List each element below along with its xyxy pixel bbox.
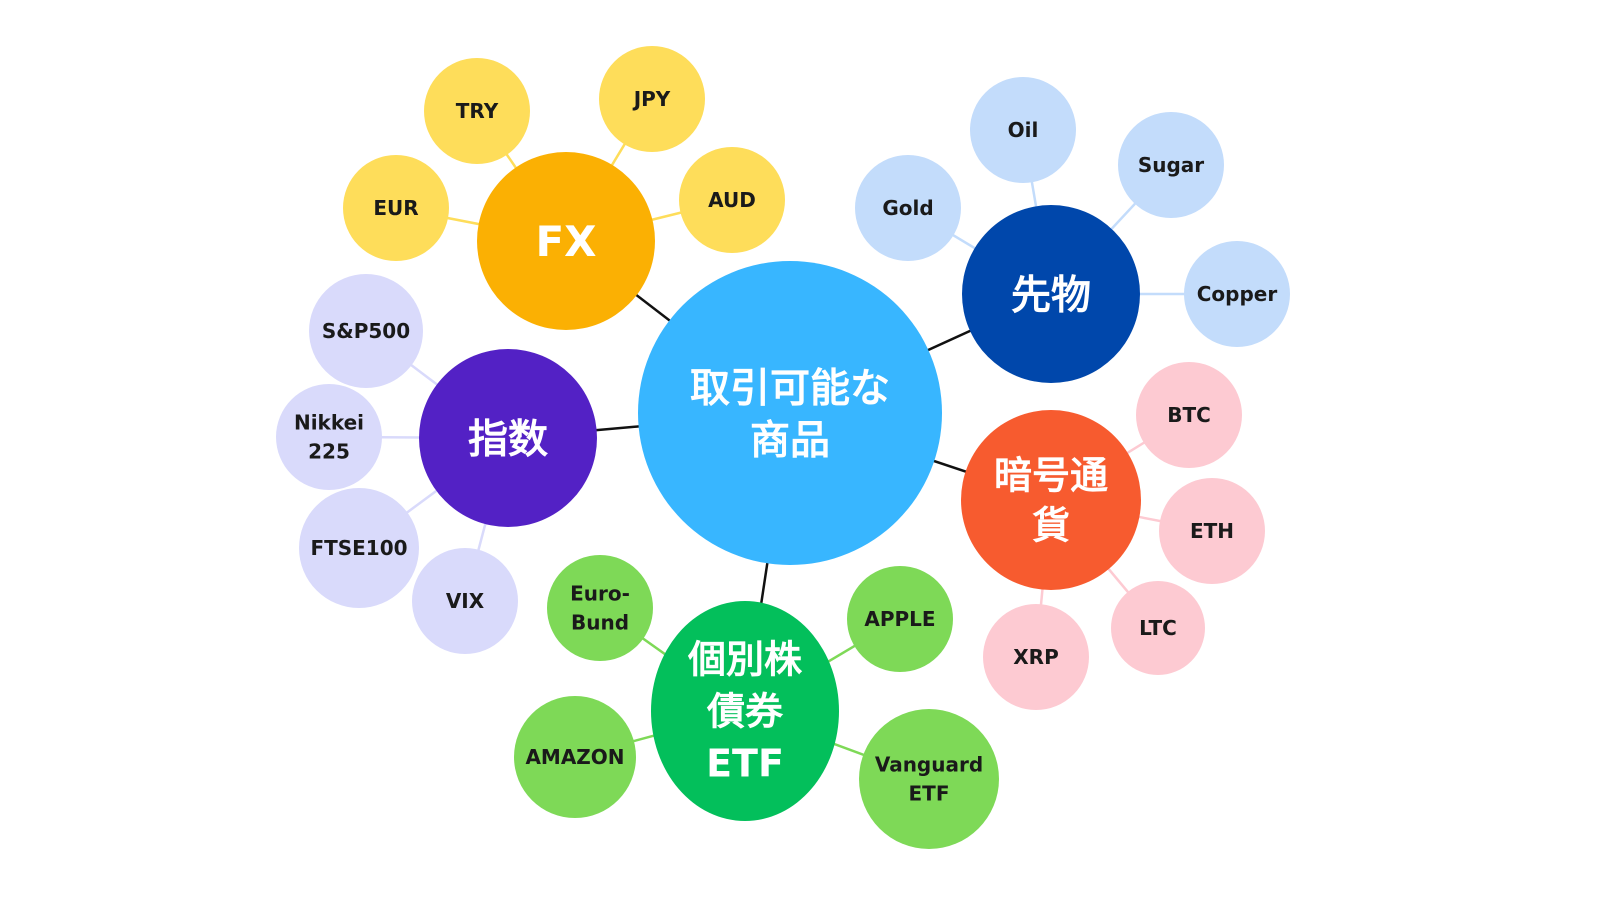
leaf-label-ltc: LTC [1139,616,1177,640]
leaf-label-eur: EUR [373,196,418,220]
leaf-label-btc: BTC [1167,403,1211,427]
leaf-node-eth: ETH [1159,478,1265,584]
leaf-node-ftse100: FTSE100 [299,488,419,608]
leaf-circle-aud [679,147,785,253]
leaf-label-oil: Oil [1008,118,1039,142]
leaf-node-aud: AUD [679,147,785,253]
leaf-circle-vix [412,548,518,654]
hub-label-futures: 先物 [1011,272,1091,318]
leaf-circle-try [424,58,530,164]
leaf-label-gold: Gold [882,196,933,220]
leaf-node-vix: VIX [412,548,518,654]
hub-circle-crypto [961,410,1141,590]
leaf-node-oil: Oil [970,77,1076,183]
leaf-label-apple: APPLE [864,607,935,631]
leaf-label-sp500: S&P500 [322,319,410,343]
leaf-node-eurobund: Euro-Bund [547,555,653,661]
leaf-label-xrp: XRP [1013,645,1058,669]
hub-circle-stocks [651,601,839,821]
leaf-label-jpy: JPY [632,87,671,111]
leaf-node-jpy: JPY [599,46,705,152]
leaf-label-sugar: Sugar [1138,153,1204,177]
leaf-node-gold: Gold [855,155,961,261]
leaf-node-sp500: S&P500 [309,274,423,388]
leaf-circle-sp500 [309,274,423,388]
hub-circle-fx [477,152,655,330]
leaf-label-amazon: AMAZON [525,745,624,769]
leaf-circle-amazon [514,696,636,818]
leaf-node-eur: EUR [343,155,449,261]
hub-label-crypto: 暗号通貨 [994,454,1108,548]
leaf-node-sugar: Sugar [1118,112,1224,218]
nodes: TRY JPY EUR AUD OilSugarGoldCopperS&P500Nikk… [276,46,1290,849]
leaf-label-copper: Copper [1197,282,1278,306]
hub-label-fx: FX [535,217,596,266]
center-node: 取引可能な商品 [638,261,942,565]
leaf-circle-ltc [1111,581,1205,675]
leaf-label-eth: ETH [1190,519,1234,543]
leaf-circle-eth [1159,478,1265,584]
leaf-node-try: TRY [424,58,530,164]
leaf-circle-eur [343,155,449,261]
hub-circle-indices [419,349,597,527]
leaf-label-eurobund: Euro-Bund [570,582,630,635]
leaf-circle-copper [1184,241,1290,347]
leaf-node-copper: Copper [1184,241,1290,347]
leaf-circle-eurobund [547,555,653,661]
leaf-label-vix: VIX [446,589,485,613]
hub-node-futures: 先物 [962,205,1140,383]
leaf-node-ltc: LTC [1111,581,1205,675]
leaf-label-try: TRY [456,99,499,123]
center-circle [638,261,942,565]
leaf-circle-vanguard [859,709,999,849]
leaf-circle-apple [847,566,953,672]
leaf-node-apple: APPLE [847,566,953,672]
leaf-circle-oil [970,77,1076,183]
leaf-node-xrp: XRP [983,604,1089,710]
leaf-circle-sugar [1118,112,1224,218]
leaf-label-ftse100: FTSE100 [310,536,407,560]
center-label: 取引可能な商品 [690,365,890,463]
leaf-circle-btc [1136,362,1242,468]
hub-node-fx: FX [477,152,655,330]
hub-node-indices: 指数 [419,349,597,527]
hub-node-crypto: 暗号通貨 [961,410,1141,590]
leaf-label-aud: AUD [708,188,756,212]
leaf-circle-jpy [599,46,705,152]
leaf-circle-xrp [983,604,1089,710]
hub-label-indices: 指数 [468,416,548,462]
leaf-circle-nikkei [276,384,382,490]
leaf-circle-gold [855,155,961,261]
leaf-node-amazon: AMAZON [514,696,636,818]
leaf-node-btc: BTC [1136,362,1242,468]
leaf-circle-ftse100 [299,488,419,608]
hub-circle-futures [962,205,1140,383]
